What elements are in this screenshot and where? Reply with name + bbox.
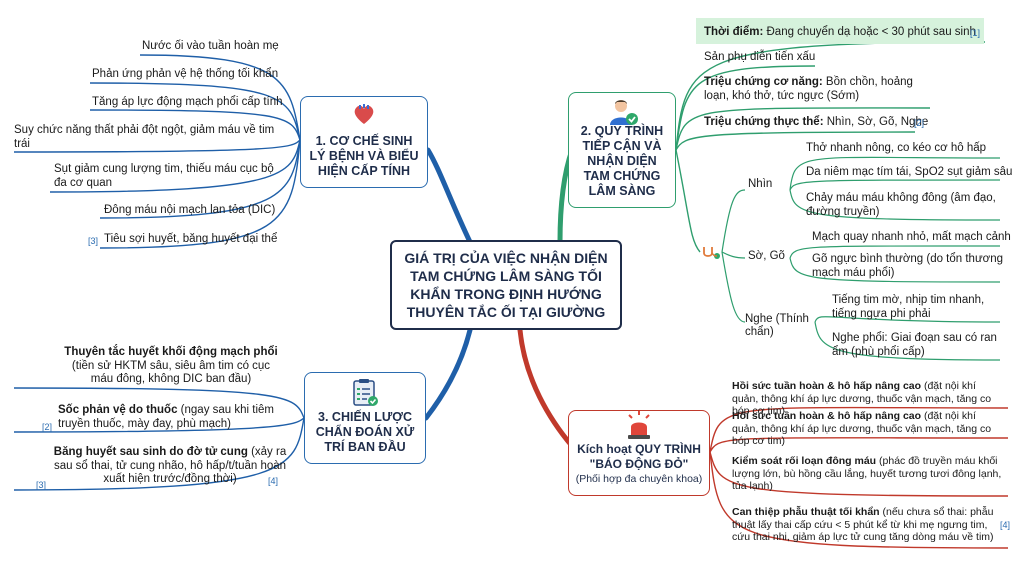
exam-nghe-label: Nghe (Thính chẩn) (745, 313, 809, 338)
b1-leaf-2: Phản ứng phản vệ hệ thống tối khẩn (92, 68, 279, 80)
exam-nhin-item-2: Da niêm mạc tím tái, SpO2 sụt giảm sâu (806, 166, 1013, 178)
stethoscope-icon (703, 247, 720, 259)
b2-item-3: Triệu chứng cơ năng: Bồn chồn, hoảng loạ… (704, 76, 913, 102)
b3-item-2: Sốc phản vệ do thuốc (ngay sau khi tiêm … (58, 404, 274, 430)
b1-leaf-7: Tiêu sợi huyết, băng huyết đại thể (104, 233, 278, 245)
b3-item-1: Thuyên tắc huyết khối động mạch phổi (ti… (64, 346, 278, 385)
b4-item-4-ref: [4] (1000, 520, 1011, 530)
branch-4-subtitle: (Phối hợp đa chuyên khoa) (575, 473, 703, 485)
timing-highlight (696, 18, 984, 44)
b1-leaf-5: Sụt giảm cung lượng tim, thiếu máu cục b… (54, 163, 274, 189)
heart-icon (354, 104, 374, 124)
b3-item-3: Băng huyết sau sinh do đờ tử cung (xảy r… (53, 446, 287, 485)
central-topic: GIÁ TRỊ CỦA VIỆC NHẬN DIỆN TAM CHỨNG LÂM… (390, 240, 622, 330)
exam-nhin-item-1: Thở nhanh nông, co kéo cơ hô hấp (806, 142, 987, 154)
b3-item-3-ref2: [4] (268, 476, 279, 486)
exam-so-label: Sờ, Gõ (748, 250, 785, 262)
b4-item-3: Kiểm soát rối loạn đông máu (phác đồ tru… (732, 455, 1002, 492)
b1-leaf-6: Đông máu nội mạch lan tỏa (DIC) (104, 204, 276, 216)
b1-leaf-4: Suy chức năng thất phải đột ngột, giảm m… (14, 124, 275, 150)
b1-ref: [3] (88, 236, 99, 246)
exam-nhin-item-3: Chảy máu máu không đông (âm đạo, đường t… (806, 192, 996, 218)
branch-1-node: 1. CƠ CHẾ SINH LÝ BỆNH VÀ BIỂU HIỆN CẤP … (300, 96, 428, 188)
exam-so-item-1: Mạch quay nhanh nhỏ, mất mạch cảnh (812, 231, 1011, 243)
b3-item-2-ref: [2] (42, 422, 53, 432)
branch-3-title: 3. CHIẾN LƯỢC CHẨN ĐOÁN XỬ TRÍ BAN ĐẦU (315, 410, 415, 454)
b1-leaf-1: Nước ối vào tuần hoàn mẹ (142, 40, 279, 52)
doctor-check-icon (610, 100, 638, 125)
branch-4-node: Kích hoạt QUY TRÌNH "BÁO ĐỘNG ĐỎ" (Phối … (568, 410, 710, 496)
branch-2-title: 2. QUY TRÌNH TIẾP CẬN VÀ NHẬN DIỆN TAM C… (580, 124, 664, 198)
b2-item-1: Thời điểm: Đang chuyển dạ hoặc < 30 phút… (704, 26, 976, 38)
clipboard-check-icon (353, 379, 378, 406)
b2-item-4-ref: [2] (914, 118, 925, 128)
exam-nghe-item-1: Tiếng tim mờ, nhịp tim nhanh, tiếng ngựa… (832, 294, 985, 320)
b2-item-1-ref: [1] (970, 28, 981, 38)
b4-item-1: Hồi sức tuần hoàn & hô hấp nâng cao (đặt… (732, 380, 992, 417)
branch-3-node: 3. CHIẾN LƯỢC CHẨN ĐOÁN XỬ TRÍ BAN ĐẦU (304, 372, 426, 464)
b4-item-2: Hồi sức tuần hoàn & hô hấp nâng cao (đặt… (732, 410, 992, 447)
b1-leaf-3: Tăng áp lực động mạch phổi cấp tính (92, 96, 283, 108)
branch-4-title: Kích hoạt QUY TRÌNH "BÁO ĐỘNG ĐỎ" (577, 442, 701, 471)
exam-so-item-2: Gõ ngực bình thường (do tổn thương mạch … (812, 253, 1003, 279)
b3-item-3-ref: [3] (36, 480, 47, 490)
b2-item-2: Sản phụ diễn tiến xấu (704, 51, 816, 63)
exam-nghe-item-2: Nghe phổi: Giai đoạn sau có ran ẩm (phù … (832, 332, 997, 358)
alarm-light-icon (628, 411, 650, 439)
b4-item-4: Can thiệp phẫu thuật tối khẩn (nếu chưa … (732, 506, 994, 543)
b2-item-4: Triệu chứng thực thể: Nhìn, Sờ, Gõ, Nghe (704, 116, 929, 128)
branch-1-title: 1. CƠ CHẾ SINH LÝ BỆNH VÀ BIỂU HIỆN CẤP … (309, 134, 419, 178)
branch-2-node: 2. QUY TRÌNH TIẾP CẬN VÀ NHẬN DIỆN TAM C… (568, 92, 676, 208)
exam-nhin-label: Nhìn (748, 178, 773, 190)
